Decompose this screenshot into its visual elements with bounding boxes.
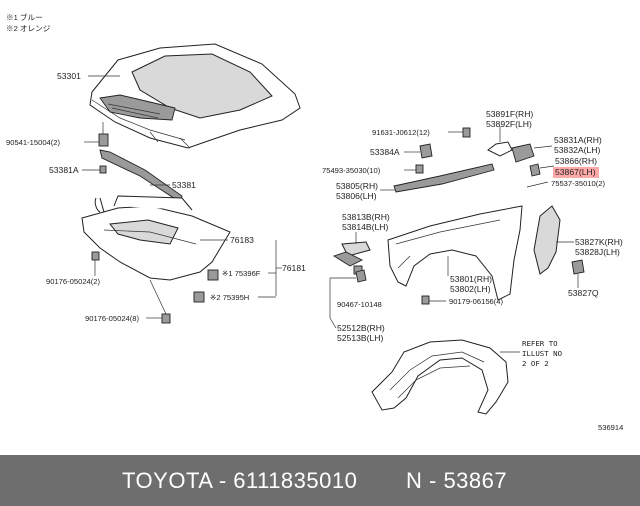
spoiler-76181 [81, 195, 231, 281]
label-53892F: 53892F(LH) [486, 119, 532, 129]
screw-90176a [91, 251, 100, 261]
label-53381: 53381 [172, 180, 196, 190]
clip-53381A [99, 165, 107, 174]
label-52512B: 52512B(RH) [337, 323, 385, 333]
screw-90176b [161, 313, 171, 324]
label-90541: 90541-15004(2) [6, 138, 61, 147]
clip-53384A [419, 143, 433, 159]
label-53867: 53867(LH) [555, 167, 596, 177]
fender-liner [371, 339, 509, 415]
hood-part [89, 43, 301, 149]
label-90179: 90179-06156(4) [449, 297, 504, 306]
label-53802: 53802(LH) [450, 284, 491, 294]
label-75395H: ※2 75395H [210, 293, 249, 302]
illustration-number: 536914 [598, 423, 623, 432]
bracket-53827K [533, 205, 561, 275]
label-53831A: 53831A(RH) [554, 135, 602, 145]
label-75537: 75537-35010(2) [551, 179, 606, 188]
bracket-53831A [511, 143, 535, 163]
footer-bar: TOYOTA - 6111835010 N - 53867 [0, 455, 640, 506]
refer-line-2: ILLUST NO [522, 349, 563, 358]
label-76183: 76183 [230, 235, 254, 245]
label-90176b: 90176-05024(8) [85, 314, 140, 323]
parts-diagram: ※1 ブルー ※2 オレンジ 53301 90541-15004(2) 5338… [6, 12, 623, 432]
fender-53801 [387, 205, 523, 301]
label-53828J: 53828J(LH) [575, 247, 620, 257]
label-53866: 53866(RH) [555, 156, 597, 166]
label-90467: 90467-10148 [337, 300, 382, 309]
footer-ref-number: N - 53867 [406, 467, 508, 493]
label-53813B: 53813B(RH) [342, 212, 390, 222]
label-90176a: 90176-05024(2) [46, 277, 101, 286]
label-53814B: 53814B(LH) [342, 222, 388, 232]
label-53384A: 53384A [370, 147, 400, 157]
label-75396F: ※1 75396F [222, 269, 261, 278]
label-75493: 75493-35030(10) [322, 166, 381, 175]
bolt-91631 [462, 127, 471, 138]
note-blue: ※1 ブルー [6, 12, 43, 22]
clip-75493 [415, 164, 424, 174]
label-53827Q: 53827Q [568, 288, 599, 298]
label-53806: 53806(LH) [336, 191, 377, 201]
footer-part-number: TOYOTA - 6111835010 [122, 467, 358, 493]
label-52513B: 52513B(LH) [337, 333, 383, 343]
label-53891F: 53891F(RH) [486, 109, 533, 119]
part-53867 [529, 163, 541, 177]
label-91631: 91631-J0612(12) [372, 128, 430, 137]
label-53827K: 53827K(RH) [575, 237, 623, 247]
emblem-75396F [207, 269, 219, 281]
refer-line-1: REFER TO [522, 339, 558, 348]
label-53301: 53301 [57, 71, 81, 81]
bolt-90179 [421, 295, 430, 305]
part-53827Q [571, 259, 585, 275]
label-53801: 53801(RH) [450, 274, 492, 284]
label-53832A: 53832A(LH) [554, 145, 600, 155]
seal-53805 [393, 163, 495, 193]
note-orange: ※2 オレンジ [6, 24, 51, 33]
highlight-53867 [553, 167, 599, 178]
refer-line-3: 2 OF 2 [522, 359, 549, 368]
label-76181: 76181 [282, 263, 306, 273]
diagram-canvas: ※1 ブルー ※2 オレンジ 53301 90541-15004(2) 5338… [6, 12, 624, 432]
bolt-90541 [98, 122, 109, 147]
label-53805: 53805(RH) [336, 181, 378, 191]
seal-53381 [99, 149, 183, 203]
clip-90467 [355, 269, 367, 283]
bracket-53891F [487, 141, 513, 157]
label-53381A: 53381A [49, 165, 79, 175]
emblem-75395H [193, 291, 205, 303]
